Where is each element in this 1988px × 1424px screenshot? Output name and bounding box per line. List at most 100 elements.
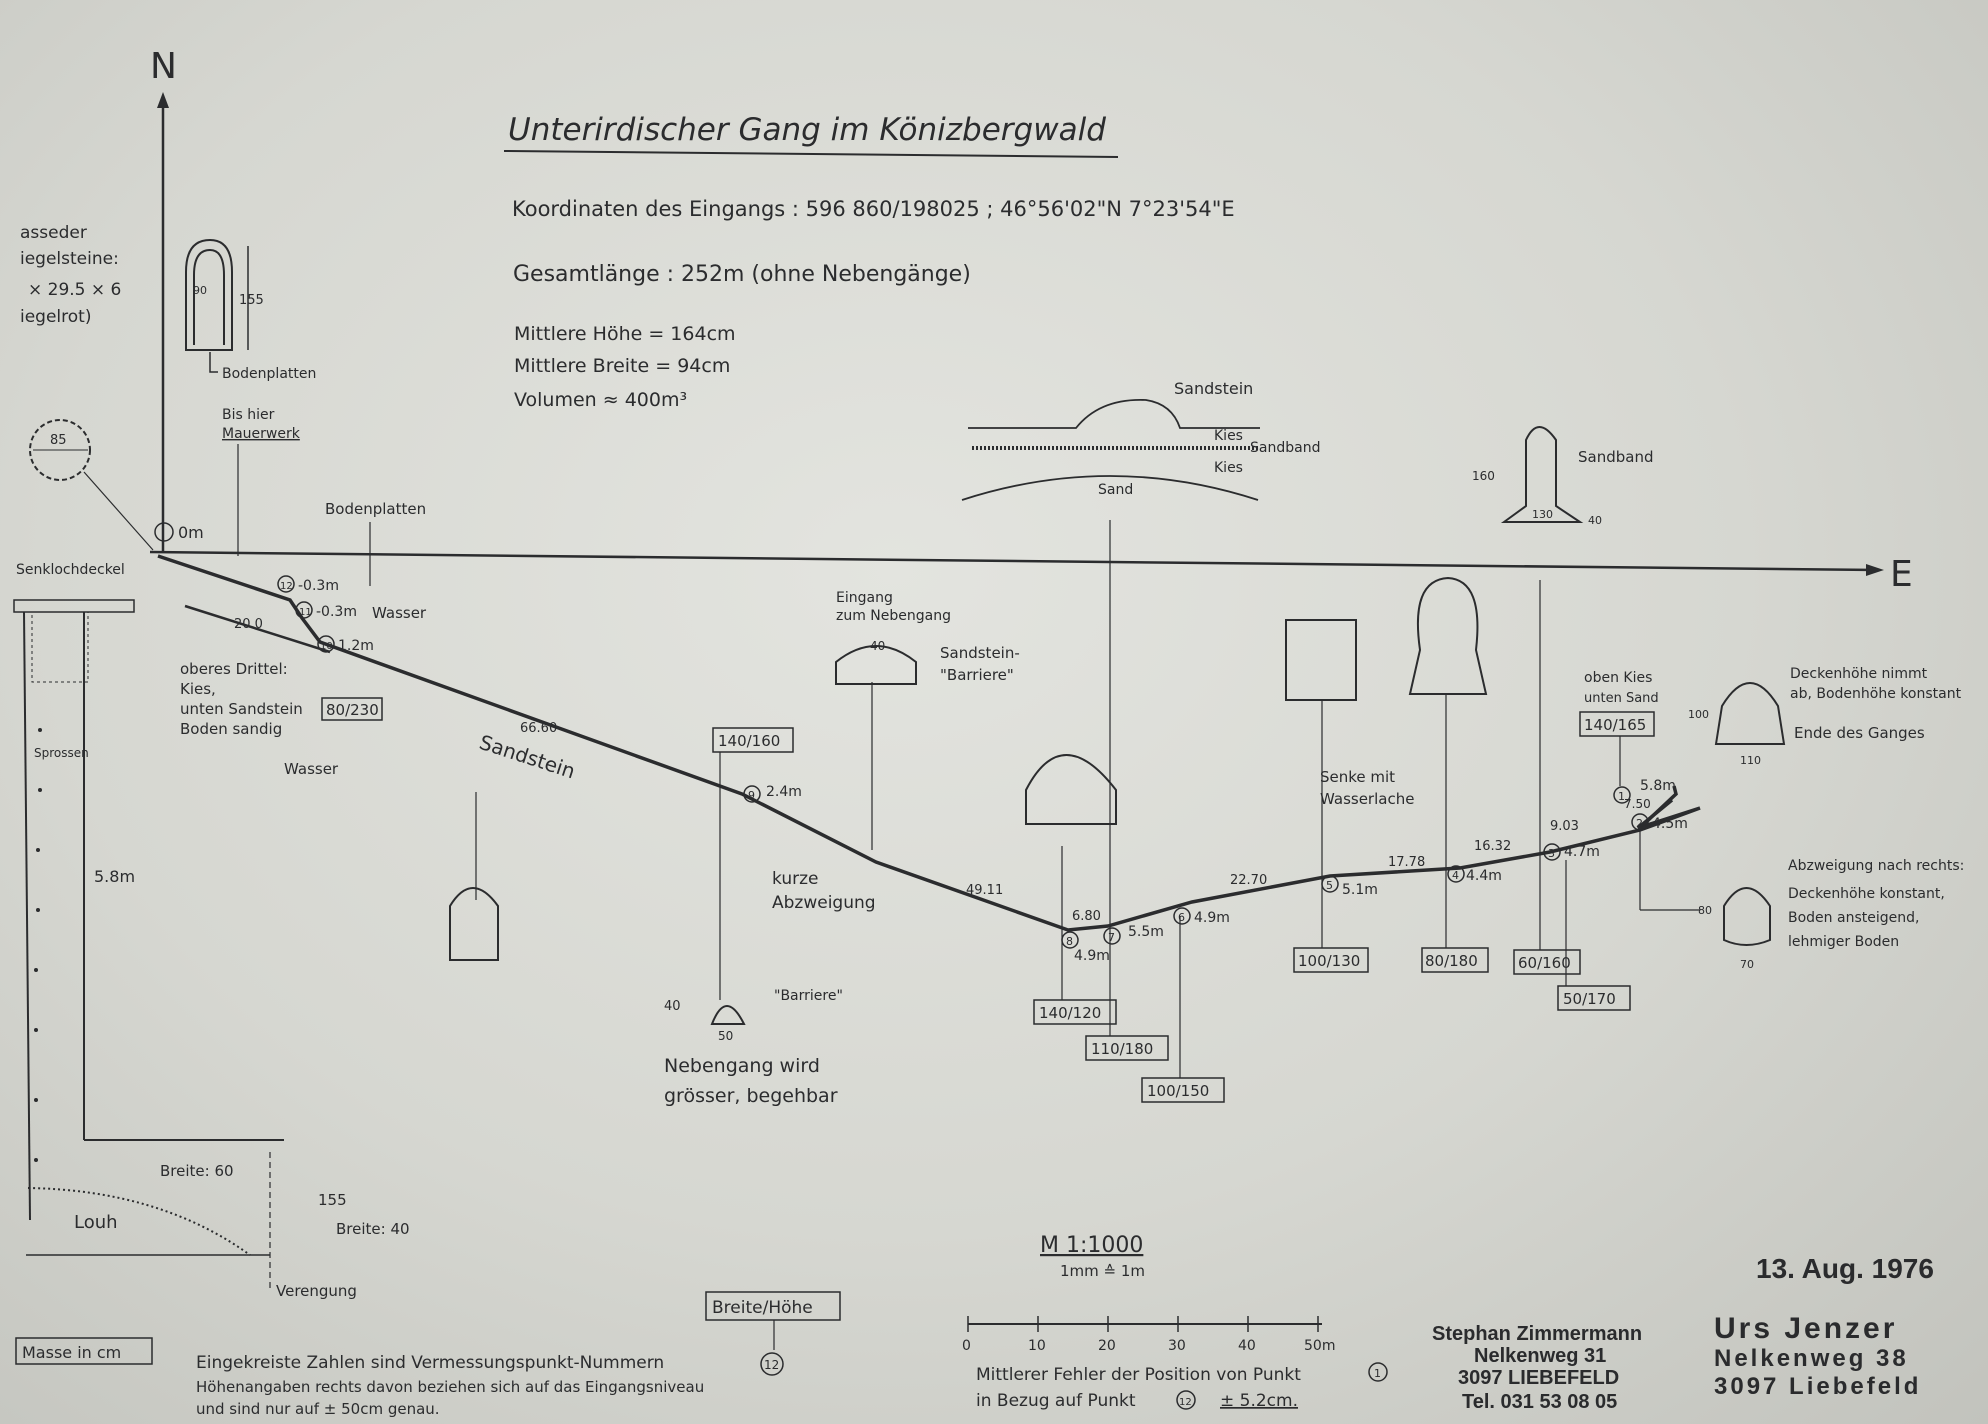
error-point-12-circle (1176, 1390, 1196, 1410)
profile-boxes: 80/230 140/160 140/120 110/180 100/150 1… (321, 697, 1655, 1103)
bricks-note-4: iegelrot) (20, 307, 91, 327)
shaft-diameter-label: 85 (50, 433, 67, 448)
mean-height-text: Mittlere Höhe = 164cm (514, 323, 736, 345)
side-entrance-dim: 40 (870, 639, 885, 653)
point-3-depth: 4.7m (1564, 844, 1600, 860)
box-140-120-text: 140/120 (1039, 1004, 1101, 1022)
box-100-130-text: 100/130 (1298, 952, 1360, 970)
entrance-width-label: 90 (193, 284, 207, 297)
shaft-depth-label: 5.8m (94, 867, 135, 886)
point-9-number: 9 (748, 789, 755, 802)
point-12-marker (277, 575, 295, 593)
profile-arch-left (449, 887, 499, 961)
error-point-1-circle (1368, 1362, 1388, 1382)
height-155-label: 155 (318, 1191, 347, 1209)
shaft-brick-wall (31, 611, 89, 683)
point-7-depth: 5.5m (1128, 924, 1164, 940)
breite-60-label: Breite: 60 (160, 1162, 234, 1180)
box-60-160 (1513, 949, 1581, 975)
error-line-3: ± 5.2cm. (1220, 1391, 1298, 1411)
urs-stamp-3: 3097 Liebefeld (1714, 1373, 1921, 1400)
deckenhoehe-2: ab, Bodenhöhe konstant (1790, 686, 1962, 702)
abzweigung-2: Deckenhöhe konstant, (1788, 886, 1945, 902)
box-50-170-text: 50/170 (1563, 990, 1616, 1008)
bis-hier-label: Bis hier (222, 407, 275, 423)
box-110-180-text: 110/180 (1091, 1040, 1153, 1058)
masse-label: Masse in cm (22, 1343, 121, 1362)
point-8-number: 8 (1066, 935, 1073, 948)
eingang-label-2: zum Nebengang (836, 608, 951, 624)
profile-rect-senke (1285, 619, 1357, 701)
kies-label-2: Kies (1214, 460, 1243, 476)
point-8-depth: 4.9m (1074, 948, 1110, 964)
barriere-width: 50 (718, 1029, 733, 1043)
urs-stamp-1: Urs Jenzer (1714, 1312, 1897, 1345)
abzweigung-1: Abzweigung nach rechts: (1788, 858, 1964, 874)
error-line-1: Mittlerer Fehler der Position von Punkt (976, 1365, 1301, 1385)
box-80-180-text: 80/180 (1425, 952, 1478, 970)
point-12-number: 12 (280, 581, 293, 592)
nebengang-label-1: Nebengang wird (664, 1055, 820, 1077)
point-0-label: 0m (178, 523, 204, 542)
oben-kies-1: oben Kies (1584, 670, 1652, 686)
drittel-note-4: Boden sandig (180, 720, 282, 738)
profile-bell (1408, 576, 1488, 695)
mauerwerk-label: Mauerwerk (222, 426, 301, 442)
point-1-depth: 5.8m (1640, 778, 1676, 794)
geology-sand (961, 475, 1259, 501)
shaft-rungs (34, 728, 42, 1162)
len-1778: 17.78 (1388, 855, 1425, 870)
box-50-170 (1557, 985, 1631, 1011)
sandband-width: 130 (1532, 508, 1553, 521)
box-80-230-text: 80/230 (326, 701, 379, 719)
box-100-150-text: 100/150 (1147, 1082, 1209, 1100)
entrance-height-label: 155 (239, 293, 264, 308)
sandstein-barriere-1: Sandstein- (940, 644, 1020, 662)
note-circle (760, 1352, 784, 1376)
box-80-230 (321, 697, 383, 721)
tunnel-floor-line (184, 604, 331, 654)
point-1-marker (1613, 786, 1631, 804)
legend-box-text: Breite/Höhe (712, 1298, 813, 1318)
point-5-depth: 5.1m (1342, 882, 1378, 898)
box-140-120 (1033, 999, 1117, 1025)
scale-unit: 1mm ≙ 1m (1060, 1262, 1145, 1280)
note-line-3: und sind nur auf ± 50cm genau. (196, 1400, 440, 1418)
eingang-label-1: Eingang (836, 590, 893, 606)
box-60-160-text: 60/160 (1518, 954, 1571, 972)
shaft-cover (13, 599, 135, 613)
breite-40-label: Breite: 40 (336, 1220, 410, 1238)
len-20: 20.0 (234, 617, 263, 632)
stephan-stamp-3: 3097 LIEBEFELD (1458, 1367, 1619, 1389)
shaft-left-wall (23, 611, 31, 1221)
note-circle-number: 12 (764, 1358, 779, 1372)
error-point-12-number: 12 (1179, 1397, 1192, 1408)
survey-points: 12 -0.3m 11 -0.3m 10 1.2m 9 2.4m 8 4.9m … (277, 575, 1688, 964)
sandstein-top-label: Sandstein (1174, 379, 1253, 398)
drittel-note-3: unten Sandstein (180, 700, 303, 718)
bricks-note-3: × 29.5 × 6 (28, 280, 121, 300)
abzweigung-3: Boden ansteigend, (1788, 910, 1919, 926)
error-point-1-number: 1 (1374, 1367, 1381, 1380)
branch-width-label: 70 (1740, 958, 1754, 971)
tunnel-profile-line (157, 554, 1701, 932)
wasser-label-2: Wasser (284, 760, 339, 778)
point-4-marker (1447, 865, 1465, 883)
len-680: 6.80 (1072, 909, 1101, 924)
point-4-depth: 4.4m (1466, 868, 1502, 884)
drittel-note-1: oberes Drittel: (180, 660, 288, 678)
louh-label: Louh (74, 1212, 118, 1233)
end-profile-sketch (1714, 682, 1786, 745)
east-label: E (1890, 554, 1913, 595)
scale-tick-50: 50m (1304, 1338, 1335, 1354)
entrance-profile-sketch (185, 238, 233, 351)
scale-tick-10: 10 (1028, 1338, 1046, 1354)
kurze-label-2: Abzweigung (772, 893, 876, 913)
ende-label: Ende des Ganges (1794, 724, 1925, 742)
sandband-label-2: Sandband (1578, 448, 1653, 466)
geology-sandstone (968, 399, 1260, 429)
len-903: 9.03 (1550, 819, 1579, 834)
len-750: 7.50 (1624, 797, 1651, 811)
box-140-165-text: 140/165 (1584, 716, 1646, 734)
